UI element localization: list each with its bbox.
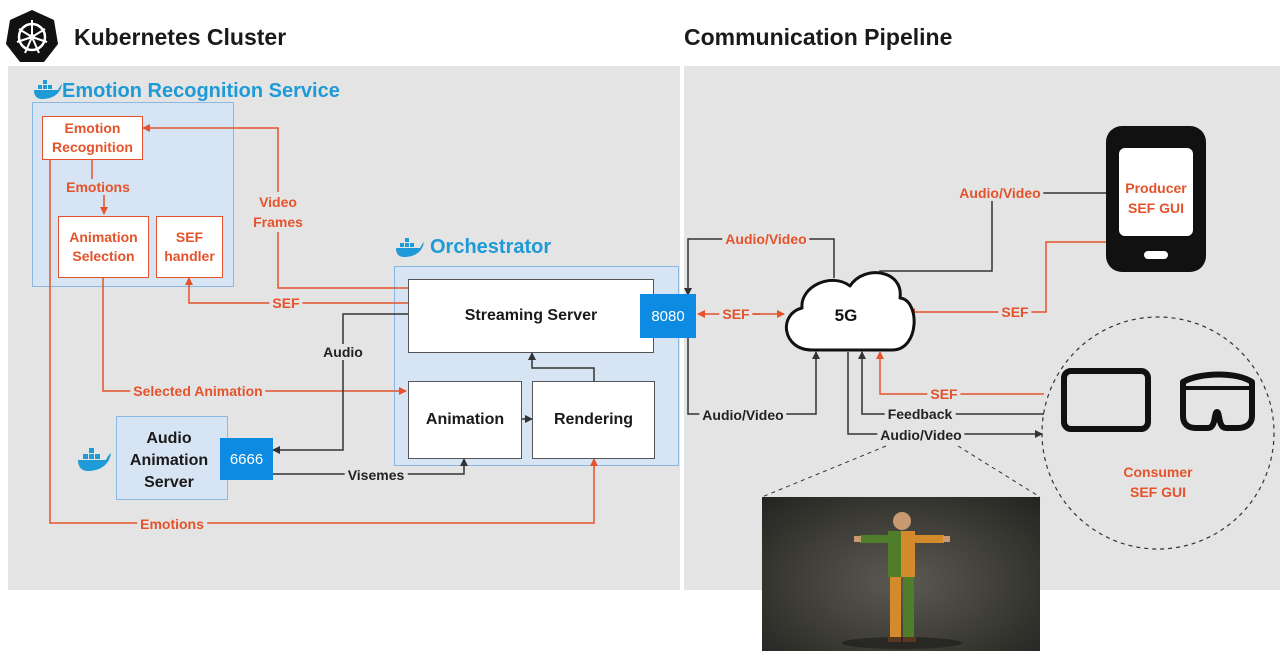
sef-consumer-label: SEF [927, 386, 961, 402]
emotion-recognition-box: Emotion Recognition [42, 116, 143, 160]
selected-animation-label: Selected Animation [130, 383, 266, 399]
port-6666: 6666 [220, 438, 273, 480]
docker-logo [34, 80, 62, 99]
pipeline-heading: Communication Pipeline [684, 24, 953, 50]
docker-logo [396, 238, 424, 257]
tablet-icon [1061, 368, 1151, 432]
emotions-label: Emotions [63, 179, 133, 195]
emotion-service-title: Emotion Recognition Service [62, 80, 340, 102]
av-bottom-label: Audio/Video [699, 407, 787, 423]
port-8080: 8080 [640, 294, 696, 338]
audio-animation-server-label: Audio Animation Server [129, 430, 209, 491]
docker-logo [78, 448, 111, 471]
streaming-server-box: Streaming Server [408, 279, 654, 353]
kubernetes-logo [6, 10, 58, 62]
sef-mid-label: SEF [719, 306, 753, 322]
audio-label: Audio [320, 344, 366, 360]
video-frames-label: Video Frames [250, 192, 306, 232]
smartphone-icon [1106, 126, 1206, 272]
orchestrator-title: Orchestrator [430, 236, 552, 258]
sef-left-label: SEF [269, 295, 303, 311]
cluster-heading: Kubernetes Cluster [74, 24, 287, 50]
emotions-bottom-label: Emotions [137, 516, 207, 532]
av-consumer-label: Audio/Video [877, 427, 965, 443]
avatar-figure [854, 512, 950, 642]
animation-box: Animation [408, 381, 522, 459]
sef-handler-box: SEF handler [156, 216, 223, 278]
rendering-box: Rendering [532, 381, 655, 459]
vr-headset-icon [1180, 371, 1255, 431]
sef-producer-label: SEF [998, 304, 1032, 320]
avatar-render-preview [762, 497, 1040, 651]
network-5g-label: 5G [834, 306, 858, 325]
consumer-circle [1041, 316, 1275, 550]
animation-selection-box: Animation Selection [58, 216, 149, 278]
consumer-sef-gui-label: Consumer SEF GUI [1123, 464, 1193, 500]
feedback-label: Feedback [884, 406, 956, 422]
av-top-label: Audio/Video [722, 231, 810, 247]
producer-sef-gui-label: Producer SEF GUI [1125, 180, 1187, 216]
av-producer-label: Audio/Video [956, 185, 1044, 201]
cloud-icon [785, 271, 916, 352]
visemes-label: Visemes [344, 467, 408, 483]
